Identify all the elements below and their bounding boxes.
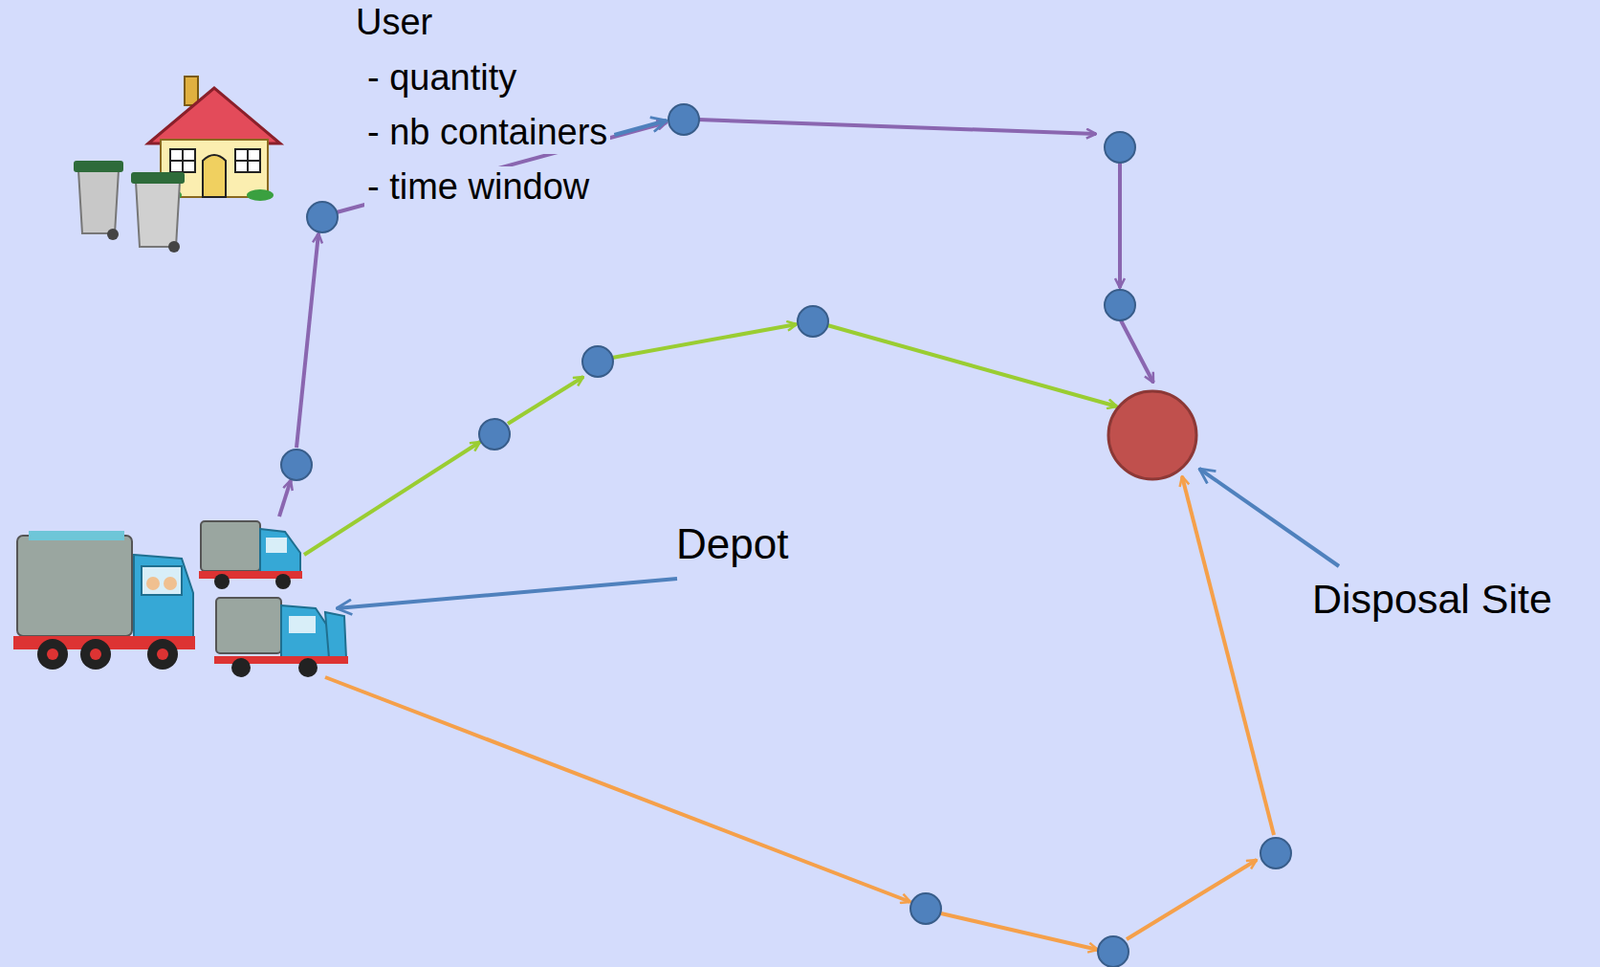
leader-line xyxy=(336,578,678,609)
disposal-site xyxy=(1108,391,1197,480)
attribute-item: - nb containers xyxy=(364,111,611,154)
attribute-item: - time window xyxy=(364,166,592,209)
attribute-item: - quantity xyxy=(364,57,520,100)
leader-line xyxy=(1199,468,1339,567)
truck-small xyxy=(198,521,303,590)
truck-large xyxy=(13,530,196,670)
waste-bins xyxy=(73,160,185,253)
route-orange xyxy=(325,476,1274,950)
truck-small xyxy=(214,597,349,678)
collection-points xyxy=(281,104,1292,967)
depot-label: Depot xyxy=(673,520,791,570)
route-purple xyxy=(279,119,1154,517)
leader-line xyxy=(613,120,667,135)
callout-title: User xyxy=(352,1,436,44)
disposal-site-label: Disposal Site xyxy=(1309,575,1556,623)
